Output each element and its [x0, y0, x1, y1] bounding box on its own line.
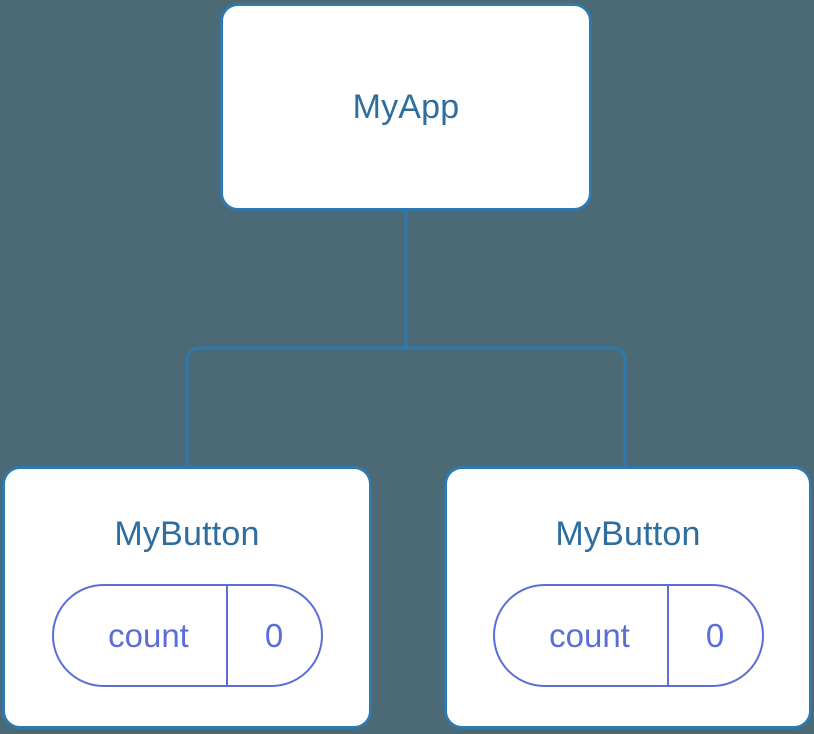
state-key: count	[495, 586, 669, 685]
node-myapp[interactable]: MyApp	[220, 3, 592, 211]
edge-root-to-child-0	[185, 346, 406, 468]
node-mybutton-1[interactable]: MyButton count 0	[444, 466, 812, 729]
node-title: MyApp	[352, 88, 460, 126]
state-value: 0	[264, 617, 284, 654]
node-title: MyButton	[114, 515, 260, 553]
state-value: 0	[705, 617, 725, 654]
node-title: MyButton	[555, 515, 701, 553]
edge-root-to-child-1	[406, 346, 627, 468]
state-pill[interactable]: count 0	[492, 584, 764, 687]
state-key: count	[54, 586, 228, 685]
node-mybutton-0[interactable]: MyButton count 0	[2, 466, 372, 729]
state-pill[interactable]: count 0	[51, 584, 323, 687]
